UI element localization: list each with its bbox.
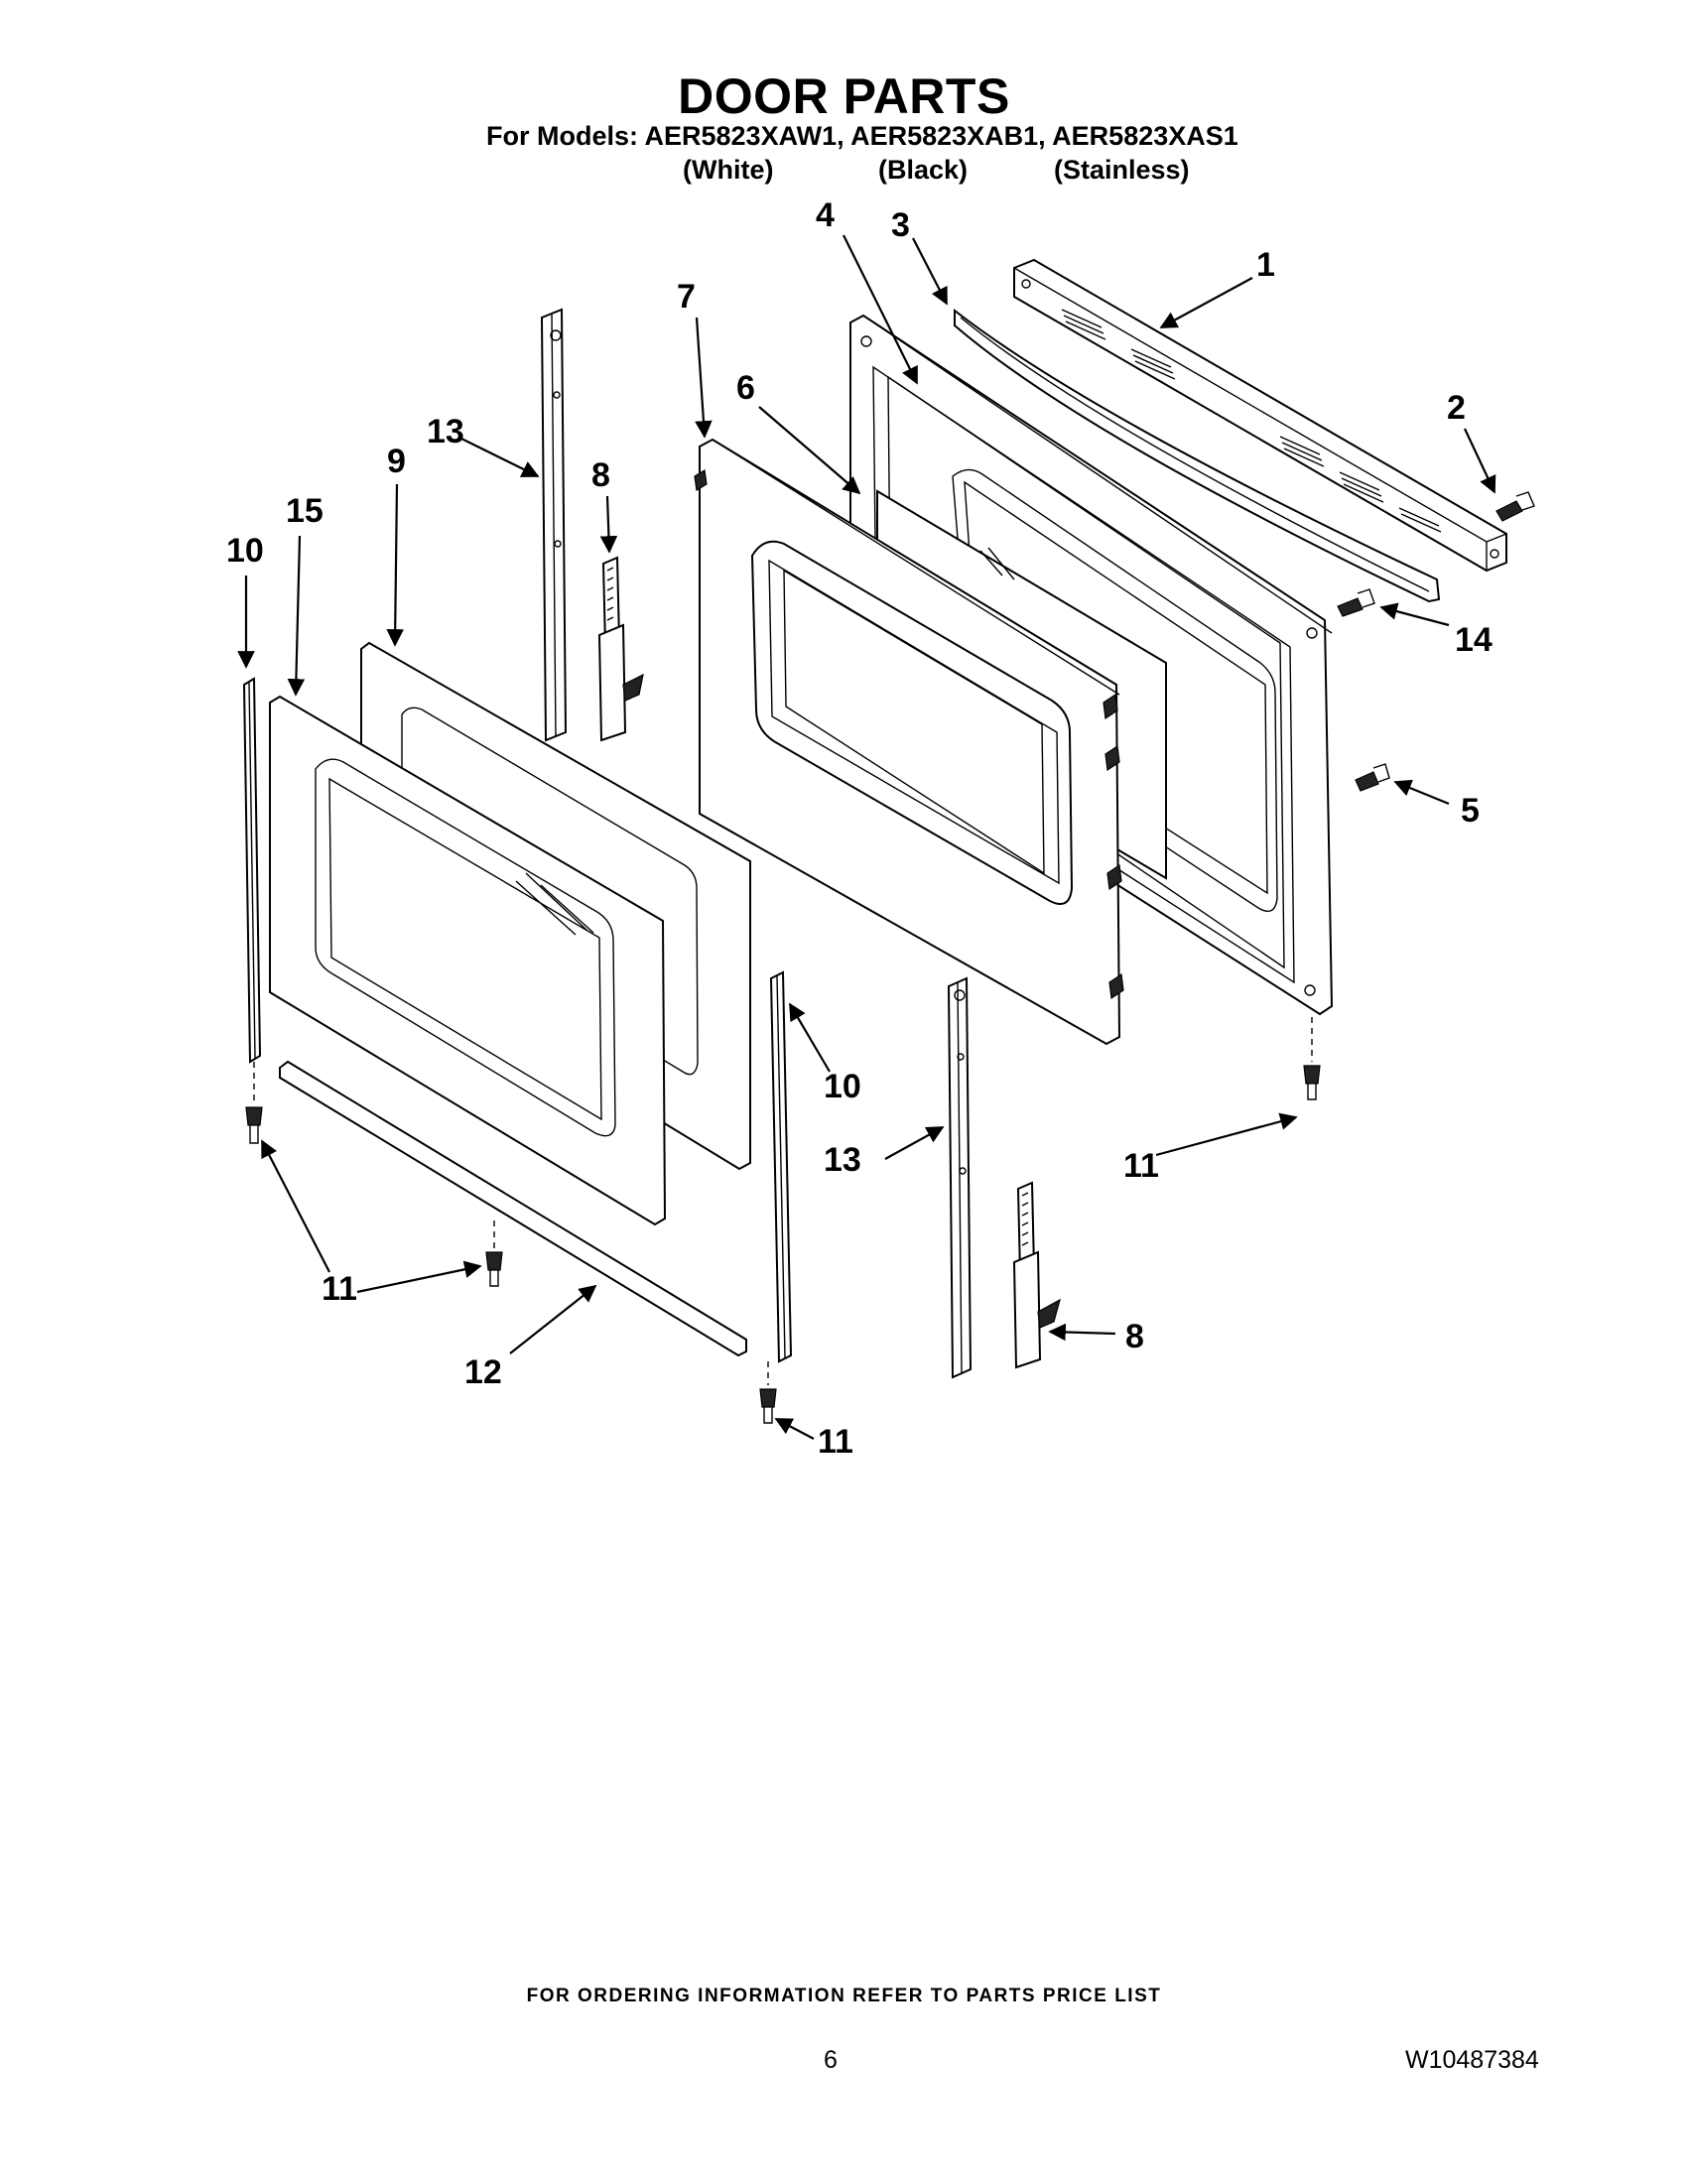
screw-14	[1337, 588, 1375, 617]
callout-14: 14	[1455, 621, 1493, 659]
screw-11-center	[759, 1361, 777, 1424]
document-number: W10487384	[1405, 2046, 1539, 2074]
part-1-vent-trim	[1013, 258, 1507, 573]
part-7-inner-door-panel	[694, 438, 1124, 1046]
variant-stainless: (Stainless)	[1054, 155, 1190, 185]
callout-12: 12	[464, 1353, 502, 1391]
callout-1: 1	[1256, 246, 1275, 284]
leader-arrows	[237, 234, 1496, 1440]
callout-5: 5	[1461, 792, 1480, 830]
page-number: 6	[824, 2046, 838, 2074]
part-10-side-trim-center	[769, 970, 793, 1363]
screw-5	[1355, 763, 1390, 792]
callout-11-right: 11	[1123, 1147, 1159, 1185]
callout-11-left: 11	[322, 1270, 357, 1308]
screw-11-right	[1303, 1017, 1321, 1100]
callout-8-lower: 8	[1125, 1318, 1144, 1355]
part-8-hinge-lower	[1012, 1181, 1061, 1369]
callout-13-upper: 13	[427, 413, 464, 450]
ordering-note: FOR ORDERING INFORMATION REFER TO PARTS …	[526, 1986, 1162, 2006]
part-15-outer-door-glass	[269, 695, 667, 1226]
models-line: For Models: AER5823XAW1, AER5823XAB1, AE…	[486, 121, 1238, 151]
part-3-door-handle	[954, 308, 1441, 603]
screw-2	[1495, 491, 1535, 522]
callout-15: 15	[286, 492, 324, 530]
callout-11-center: 11	[818, 1423, 853, 1461]
callout-10-left: 10	[226, 532, 264, 570]
callout-9: 9	[387, 443, 406, 480]
part-13-hinge-channel-upper	[540, 308, 568, 742]
callout-4: 4	[816, 196, 835, 234]
callout-8-upper: 8	[591, 456, 610, 494]
part-8-hinge-upper	[597, 556, 644, 742]
part-10-side-trim-left	[242, 677, 262, 1064]
callout-7: 7	[677, 278, 696, 316]
part-12-bottom-trim	[279, 1060, 747, 1357]
part-13-hinge-channel-lower	[947, 976, 973, 1379]
callout-6: 6	[736, 369, 755, 407]
callout-3: 3	[891, 206, 910, 244]
variant-white: (White)	[683, 155, 774, 185]
screw-11-bottom	[485, 1220, 503, 1287]
callout-10-center: 10	[824, 1068, 861, 1105]
page-title: DOOR PARTS	[678, 68, 1010, 124]
variant-black: (Black)	[878, 155, 969, 185]
callout-2: 2	[1447, 389, 1466, 427]
screw-11-left	[245, 1062, 263, 1144]
callout-13-lower: 13	[824, 1141, 861, 1179]
